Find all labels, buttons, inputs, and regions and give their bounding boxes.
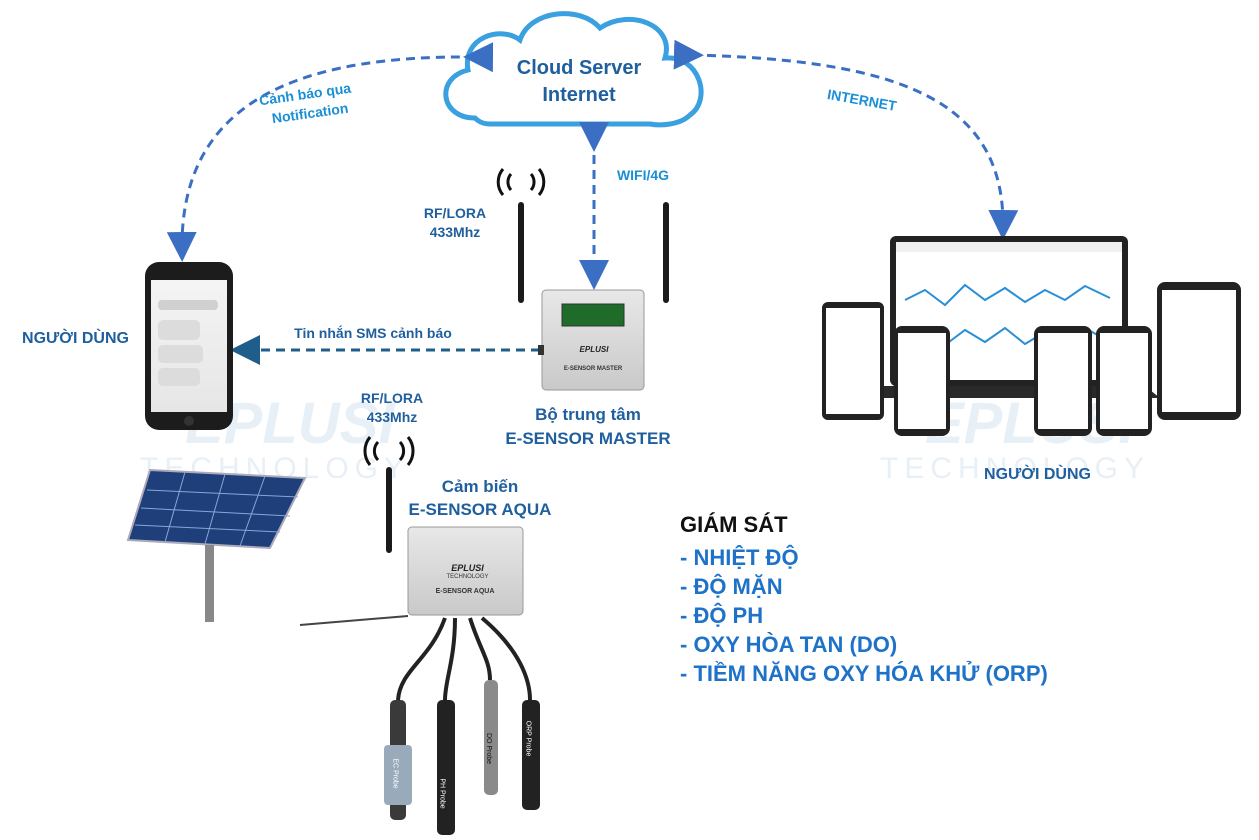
solar-panel	[126, 468, 307, 622]
probe-label-ph: PH Probe	[438, 778, 446, 809]
user-right-label: NGƯỜI DÙNG	[984, 466, 1091, 483]
monitor-devices	[822, 236, 1241, 436]
master-brand: EPLUSI	[579, 345, 609, 354]
master-device-label: E-SENSOR MASTER	[563, 366, 623, 372]
cloud-label-line2: Internet	[542, 84, 616, 106]
master-device	[496, 168, 669, 391]
sensor-brand-sub: TECHNOLOGY	[446, 574, 489, 580]
monitoring-item: - TIỀM NĂNG OXY HÓA KHỬ (ORP)	[680, 661, 1048, 686]
probe-label-do: DO Probe	[485, 732, 493, 765]
phone-device	[145, 262, 233, 430]
monitoring-item: - OXY HÒA TAN (DO)	[680, 632, 898, 657]
cloud-label-line1: Cloud Server	[516, 57, 642, 79]
monitoring-title: GIÁM SÁT	[680, 512, 788, 537]
rf-master-line1: RF/LORA	[423, 205, 487, 221]
wifi-label: WIFI/4G	[616, 167, 670, 183]
rf-sensor-line2: 433Mhz	[366, 409, 418, 425]
master-title-line1: Bộ trung tâm	[535, 405, 641, 424]
probes	[384, 680, 540, 835]
sensor-device	[299, 436, 532, 701]
arrow-cloud-to-laptop	[673, 39, 1019, 240]
watermark-right-sub: TECHNOLOGY	[880, 452, 1151, 485]
probe-label-orp: ORP Probe	[524, 720, 532, 757]
probe-label-ec: EC Probe	[391, 758, 399, 789]
monitoring-item: - ĐỘ PH	[680, 603, 764, 628]
arrow-cloud-to-phone	[166, 42, 494, 262]
sensor-title-line1: Cảm biến	[441, 477, 519, 496]
rf-sensor-line1: RF/LORA	[360, 390, 424, 406]
monitoring-item: - ĐỘ MẶN	[680, 574, 783, 599]
master-title-line2: E-SENSOR MASTER	[505, 429, 671, 448]
sms-label: Tin nhắn SMS cảnh báo	[294, 325, 452, 341]
sensor-device-label: E-SENSOR AQUA	[435, 588, 495, 595]
user-left-label: NGƯỜI DÙNG	[22, 330, 129, 347]
sensor-brand: EPLUSI	[451, 563, 484, 573]
monitoring-list: - NHIỆT ĐỘ - ĐỘ MẶN - ĐỘ PH - OXY HÒA TA…	[680, 543, 1048, 688]
monitoring-item: - NHIỆT ĐỘ	[680, 545, 799, 570]
sensor-title-line2: E-SENSOR AQUA	[408, 500, 552, 519]
rf-master-line2: 433Mhz	[429, 224, 481, 240]
